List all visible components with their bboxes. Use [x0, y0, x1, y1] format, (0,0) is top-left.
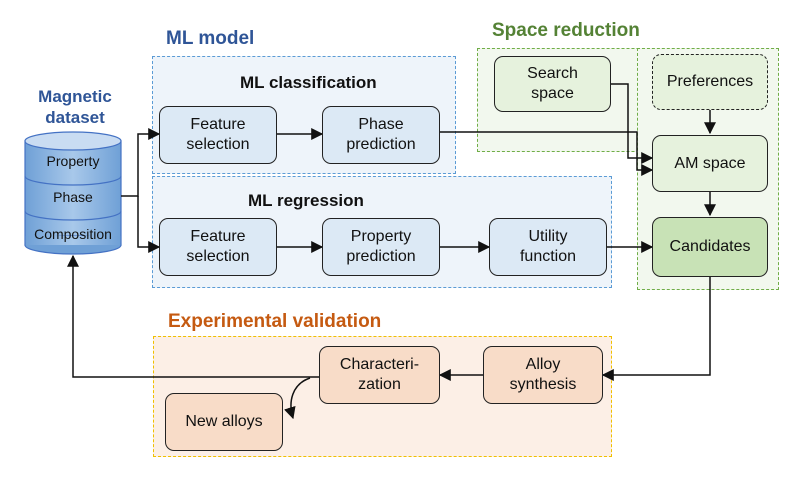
arrow-characterization-to-dataset: [67, 254, 319, 378]
database-layer-phase: Phase: [53, 189, 93, 205]
experimental-validation-title: Experimental validation: [168, 311, 382, 332]
arrow-candidates-to-synthesis: [601, 277, 711, 381]
phase-prediction-node: Phase prediction: [322, 106, 440, 164]
new-alloys-node: New alloys: [165, 393, 283, 451]
arrow-dataset-to-cls: [121, 128, 161, 197]
feature-selection-cls-node: Feature selection: [159, 106, 277, 164]
ml-classification-title: ML classification: [240, 73, 377, 92]
utility-function-node: Utility function: [489, 218, 607, 276]
arrow-search-to-am: [611, 83, 654, 164]
arrow-characterization-to-new-alloys: [284, 377, 311, 420]
arrow-phase-to-am: [440, 131, 654, 176]
preferences-node: Preferences: [652, 54, 768, 110]
ml-regression-title: ML regression: [248, 191, 364, 210]
feature-selection-reg-node: Feature selection: [159, 218, 277, 276]
arrow-dataset-to-reg: [137, 196, 161, 253]
space-reduction-title: Space reduction: [492, 20, 640, 41]
property-prediction-node: Property prediction: [322, 218, 440, 276]
candidates-node: Candidates: [652, 217, 768, 277]
database-icon: [24, 131, 122, 255]
alloy-synthesis-node: Alloy synthesis: [483, 346, 603, 404]
ml-model-title: ML model: [166, 28, 255, 49]
magnetic-dataset-title: Magnetic dataset: [38, 87, 112, 127]
characterization-node: Characteri- zation: [319, 346, 440, 404]
search-space-node: Search space: [494, 56, 611, 112]
database-layer-composition: Composition: [34, 226, 112, 242]
database-layer-property: Property: [46, 153, 100, 169]
am-space-node: AM space: [652, 135, 768, 192]
